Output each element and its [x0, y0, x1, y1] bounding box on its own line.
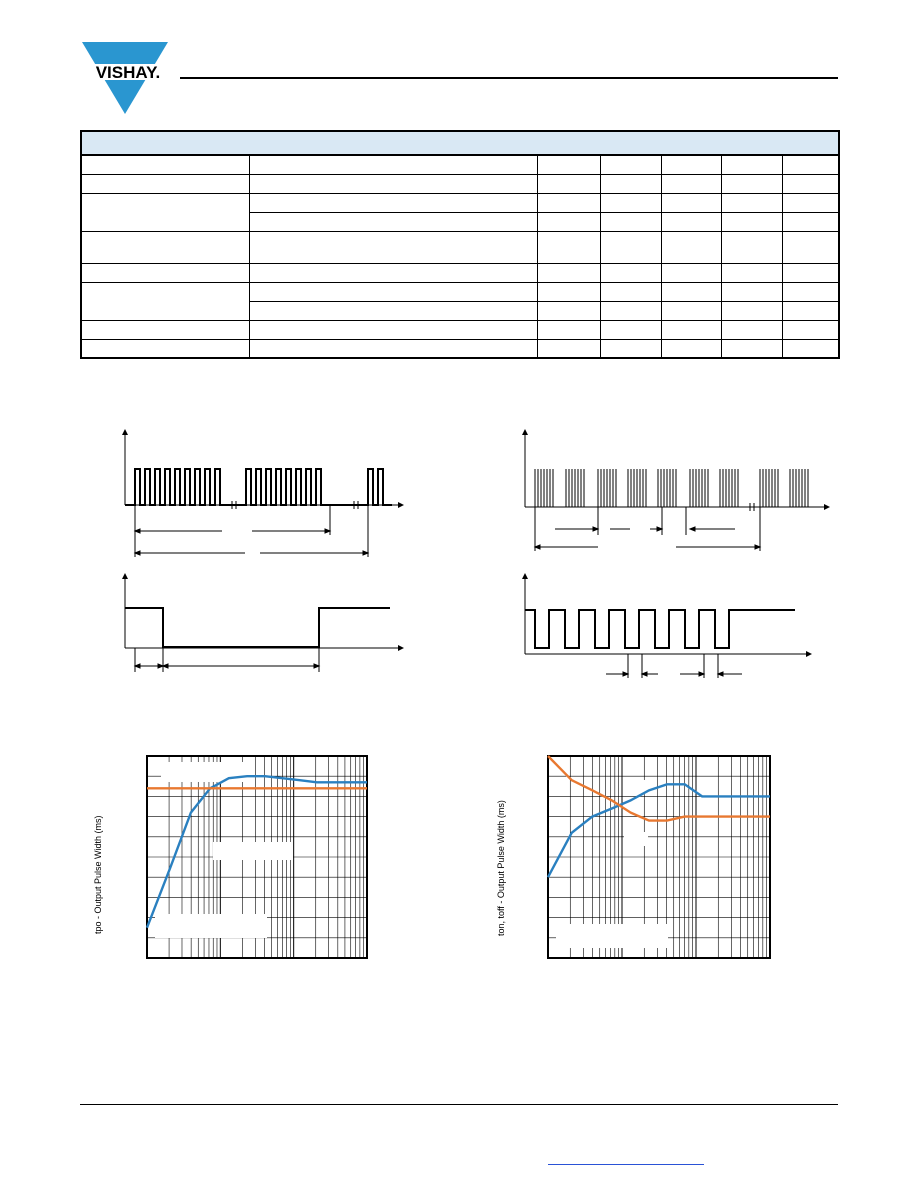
table-row [80, 154, 841, 175]
burst-input-diagram [122, 429, 404, 557]
chart-output-pulse-width-left: tpo - Output Pulse Width (ms) [93, 755, 368, 959]
footer-link[interactable] [548, 1150, 704, 1165]
output-train-diagram [522, 573, 812, 678]
table-row [80, 230, 841, 264]
y-axis-label: ton, toff - Output Pulse Width (ms) [496, 800, 506, 936]
footer-rule [80, 1104, 838, 1105]
label-box [556, 924, 668, 948]
y-axis-label: tpo - Output Pulse Width (ms) [93, 815, 103, 934]
table-row [80, 192, 841, 232]
label-box [155, 914, 267, 938]
logo-text: VISHAY. [96, 63, 161, 82]
spec-table [79, 130, 841, 359]
table-row [80, 281, 841, 321]
vishay-logo: VISHAY. [80, 42, 176, 114]
plot-frame [146, 755, 368, 959]
table-row [80, 338, 841, 359]
series-line-blue [546, 783, 770, 878]
table-row [80, 173, 841, 194]
header-rule [180, 77, 838, 79]
table-title-row [79, 130, 841, 156]
burst-pattern-diagram [522, 429, 830, 551]
series-line-orange [547, 755, 770, 822]
table-row [80, 262, 841, 283]
label-box [624, 832, 648, 846]
label-box [213, 842, 293, 860]
table-title [79, 130, 841, 156]
plot-frame [547, 755, 771, 959]
chart-output-pulse-width-right: ton, toff - Output Pulse Width (ms) [496, 755, 771, 959]
label-box [161, 762, 251, 782]
label-box [624, 780, 648, 794]
table-row [80, 319, 841, 340]
series-line-blue [145, 775, 367, 929]
output-pulse-diagram [122, 573, 404, 672]
